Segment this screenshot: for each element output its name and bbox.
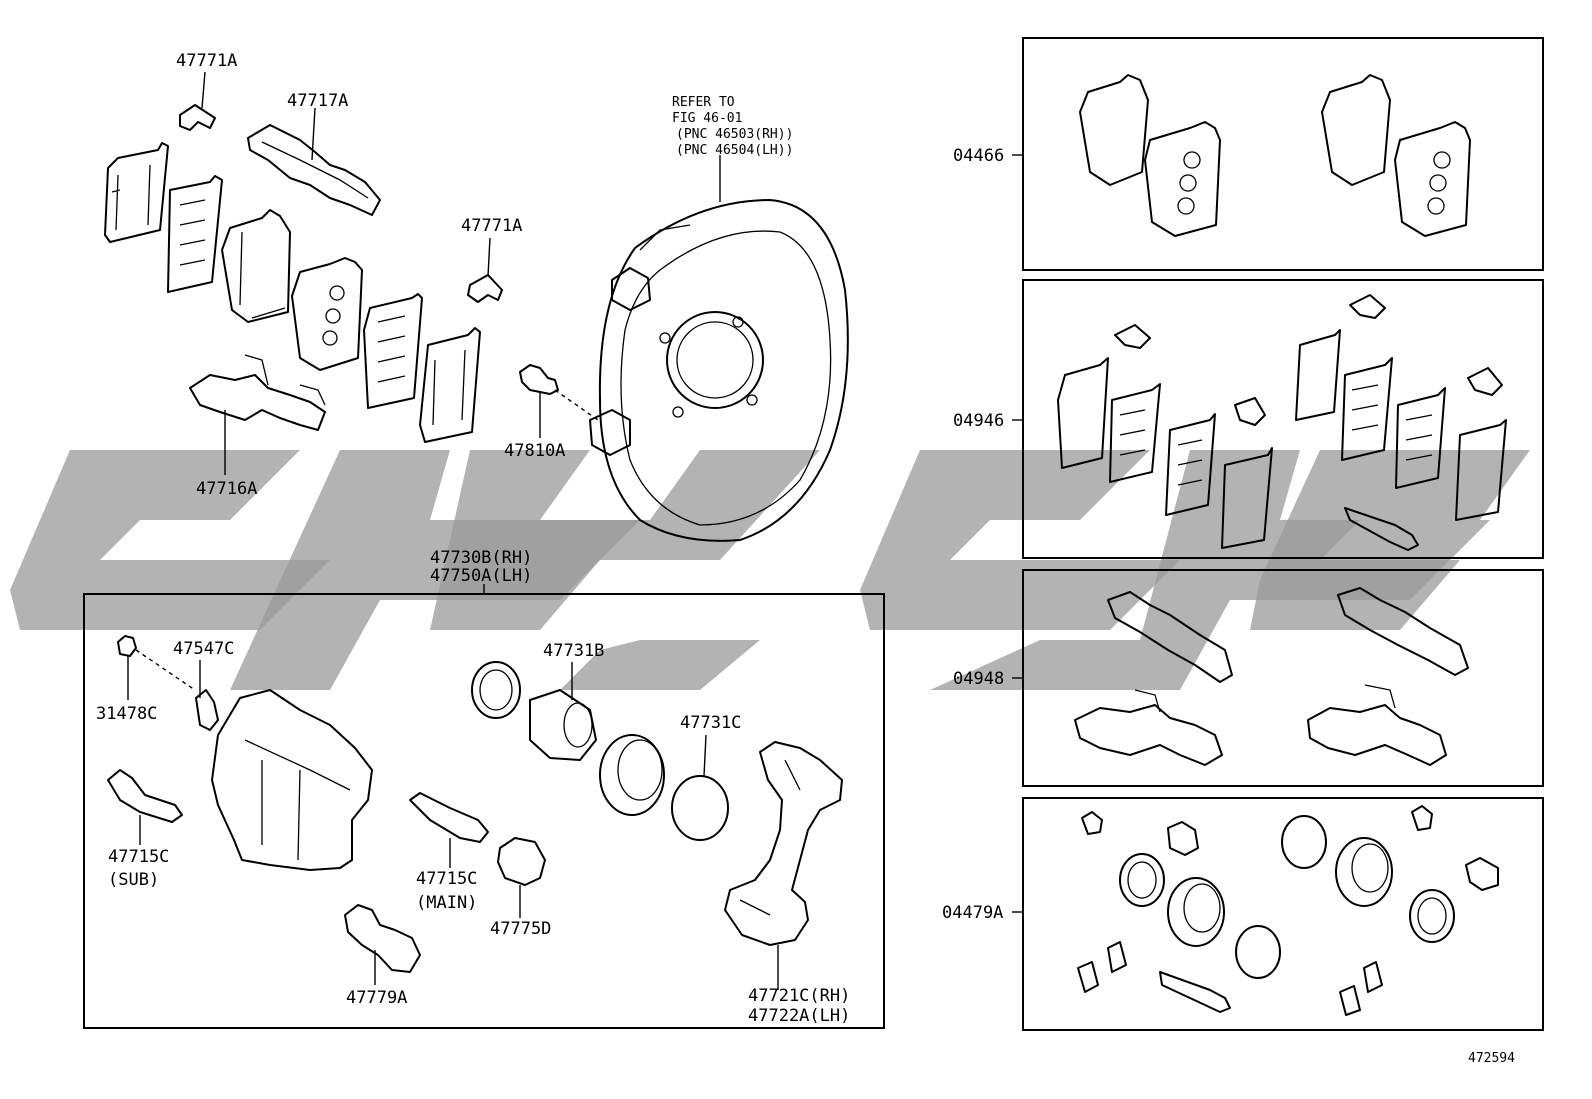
pad-support-plate-upper (247, 124, 381, 216)
label-47771A-mid: 47771A (461, 216, 522, 236)
label-47810A: 47810A (504, 441, 565, 461)
watermark-logo (10, 450, 1530, 690)
part-47810A-bolt (519, 364, 559, 438)
anti-squeal-shim-outer (104, 142, 169, 243)
kit-box-04466 (1022, 37, 1544, 271)
kit-box-04946 (1022, 279, 1544, 559)
kit-04479A-seal-kit (1077, 805, 1499, 1016)
piston-seal (471, 661, 521, 719)
bleeder-cap (117, 635, 137, 657)
label-47771A-top: 47771A (176, 51, 237, 71)
label-47547C: 47547C (173, 639, 234, 659)
label-kit-04466: 04466 (953, 146, 1004, 166)
label-47717A: 47717A (287, 91, 348, 111)
anti-squeal-shim-slotted-2 (363, 293, 423, 409)
caliper-assembly-box (83, 593, 885, 1029)
brake-pad-1 (221, 209, 291, 323)
brake-pad-2 (291, 257, 363, 371)
kit-04948-support-plates (1074, 587, 1469, 766)
label-47722A: 47722A(LH) (748, 1006, 850, 1026)
label-47715C-sub: 47715C (108, 847, 169, 867)
anti-squeal-shim-outer-2 (419, 327, 481, 443)
pad-clip-mid (467, 274, 503, 303)
label-kit-04946: 04946 (953, 411, 1004, 431)
label-47775D: 47775D (490, 919, 551, 939)
caliper-mounting-bracket (724, 741, 843, 946)
kit-04946-shims (1057, 294, 1507, 551)
piston-ring (671, 775, 729, 841)
slide-pin-boot (497, 837, 546, 886)
label-caliper-rh: 47730B(RH) (430, 548, 532, 568)
label-caliper-lh: 47750A(LH) (430, 566, 532, 586)
caliper-parts (107, 635, 843, 990)
label-47721C: 47721C(RH) (748, 986, 850, 1006)
refer-line-1: REFER TO (672, 95, 735, 110)
label-sub-note: (SUB) (108, 870, 159, 890)
bleeder-plug (195, 689, 219, 731)
piston (529, 689, 597, 761)
label-47779A: 47779A (346, 988, 407, 1008)
kit-box-04479A (1022, 797, 1544, 1031)
label-47716A: 47716A (196, 479, 257, 499)
disc-brake-dust-cover (554, 155, 849, 542)
label-47731B: 47731B (543, 641, 604, 661)
pad-support-plate-lower (189, 374, 326, 431)
label-47715C-main: 47715C (416, 869, 477, 889)
pad-clip-top (179, 104, 216, 131)
refer-line-4: (PNC 46504(LH)) (676, 143, 793, 158)
pad-group-top-left (104, 71, 503, 475)
label-main-note: (MAIN) (416, 893, 477, 913)
part-labels: 47771A 47717A 47771A 47716A 47810A REFER… (96, 51, 1515, 1066)
kit-04466-pads (1079, 74, 1471, 237)
label-kit-04948: 04948 (953, 669, 1004, 689)
slide-pin-main (409, 792, 489, 843)
refer-line-2: FIG 46-01 (672, 111, 742, 126)
label-47731C: 47731C (680, 713, 741, 733)
cylinder-boot (599, 734, 665, 816)
illustration-number: 472594 (1468, 1051, 1515, 1066)
refer-line-3: (PNC 46503(RH)) (676, 127, 793, 142)
bushing (344, 904, 421, 973)
slide-pin-sub (107, 769, 183, 823)
label-kit-04479A: 04479A (942, 903, 1003, 923)
anti-squeal-shim-slotted (167, 175, 223, 293)
caliper-cylinder (211, 689, 373, 871)
label-31478C: 31478C (96, 704, 157, 724)
